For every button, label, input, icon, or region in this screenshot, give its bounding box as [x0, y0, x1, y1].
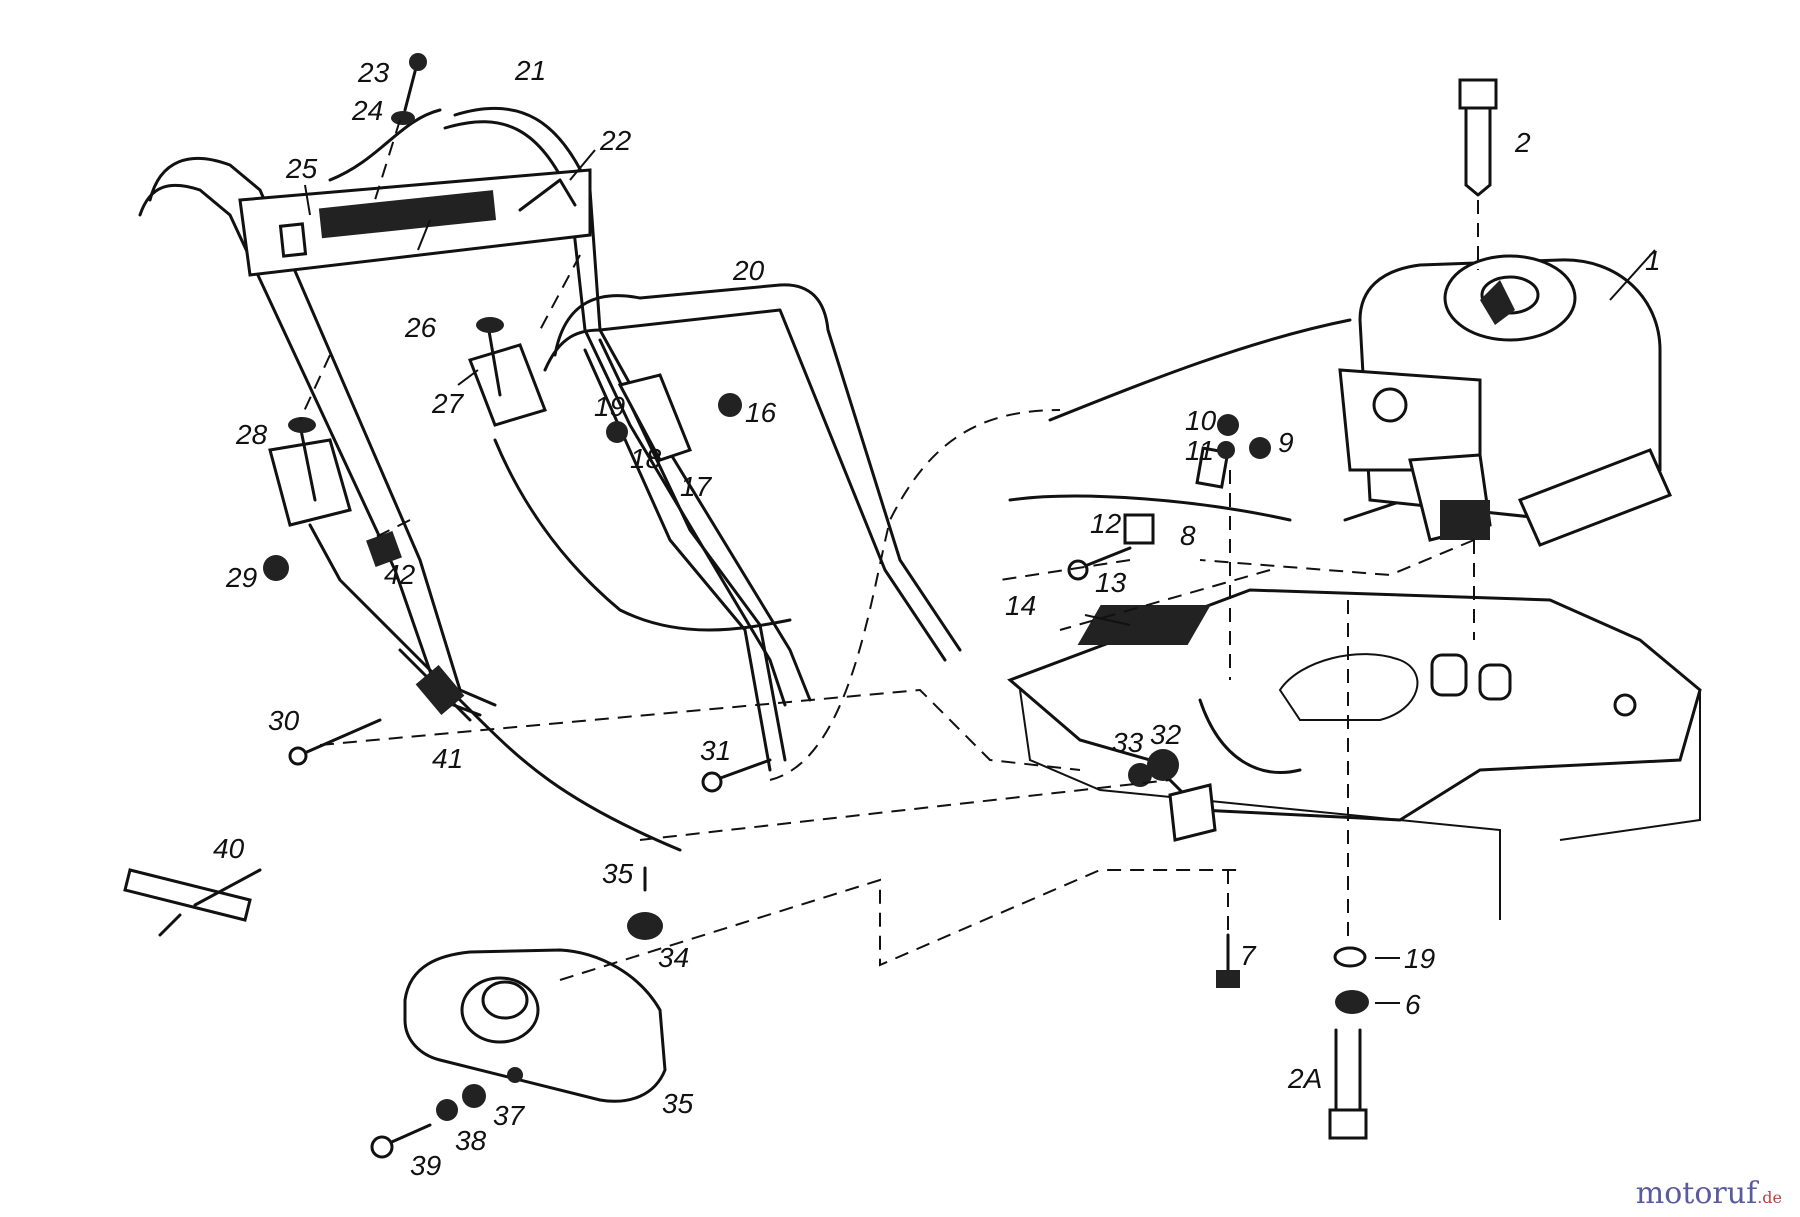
watermark-suffix: .de — [1757, 1188, 1782, 1207]
nut-32 — [1147, 749, 1179, 781]
screw-39 — [383, 1123, 432, 1147]
washer-38 — [436, 1099, 458, 1121]
belt-cover-36 — [403, 948, 667, 1103]
callout-13: 13 — [1095, 567, 1127, 598]
callout-19-deck: 19 — [1404, 943, 1435, 974]
callout-28: 28 — [235, 419, 268, 450]
callout-31: 31 — [700, 735, 731, 766]
clip-12 — [1123, 513, 1155, 545]
lever-bracket-28 — [268, 417, 352, 527]
callout-30: 30 — [268, 705, 300, 736]
callout-27: 27 — [431, 388, 465, 419]
callout-24: 24 — [351, 95, 383, 126]
callout-17: 17 — [680, 471, 713, 502]
washer-37 — [462, 1084, 486, 1108]
callout-7: 7 — [1240, 940, 1257, 971]
bolt-31 — [713, 758, 772, 782]
bracket-8 — [1195, 446, 1230, 489]
callout-18: 18 — [630, 443, 662, 474]
callout-35-top: 35 — [602, 858, 634, 889]
callout-33: 33 — [1112, 727, 1144, 758]
callout-38: 38 — [455, 1125, 487, 1156]
watermark-brand: motoruf — [1635, 1176, 1758, 1211]
bolt-2 — [1458, 78, 1498, 270]
callout-10: 10 — [1185, 405, 1217, 436]
screw-39-head — [370, 1135, 394, 1159]
spark-plug-wrench-40 — [123, 868, 262, 937]
callout-22: 22 — [599, 125, 632, 156]
callout-12: 12 — [1090, 508, 1122, 539]
washer-33 — [1128, 763, 1152, 787]
nut-9 — [1249, 437, 1271, 459]
callout-1: 1 — [1645, 245, 1661, 276]
callout-35-cover: 35 — [662, 1088, 694, 1119]
nut-10 — [1217, 414, 1239, 436]
spacer-42 — [366, 531, 402, 567]
nut-34 — [627, 912, 663, 940]
callout-11: 11 — [1185, 435, 1214, 466]
callout-14: 14 — [1005, 590, 1036, 621]
upper-handle — [138, 106, 812, 717]
callout-20: 20 — [732, 255, 765, 286]
callout-19-handle: 19 — [594, 391, 625, 422]
screw-13 — [1078, 546, 1132, 570]
bolt-7-head — [1216, 970, 1240, 988]
washer-11 — [1217, 441, 1235, 459]
callout-8: 8 — [1180, 520, 1196, 551]
callout-9: 9 — [1278, 427, 1294, 458]
mower-deck — [1007, 588, 1702, 920]
leader-lines — [304, 149, 1656, 1004]
lower-bail-handle — [543, 283, 962, 772]
callout-29: 29 — [225, 562, 257, 593]
callout-32: 32 — [1150, 719, 1182, 750]
bolt-30 — [298, 718, 382, 757]
callout-23: 23 — [357, 57, 390, 88]
nut-6 — [1335, 990, 1369, 1014]
callout-25: 25 — [285, 153, 318, 184]
deck-bracket — [1168, 783, 1217, 842]
callout-21: 21 — [514, 55, 546, 86]
washer-19 — [1333, 946, 1367, 968]
lever-bracket-27 — [468, 317, 547, 427]
callout-2A: 2A — [1287, 1063, 1322, 1094]
cable-adjuster-body — [415, 665, 465, 715]
callout-16: 16 — [745, 397, 777, 428]
callout-40: 40 — [213, 833, 245, 864]
screw-23-head — [409, 53, 427, 71]
washer-24 — [391, 111, 415, 125]
bolt-2A — [1328, 600, 1368, 1140]
cables — [308, 318, 1422, 852]
callout-labels: 1 2 2A 6 7 8 9 10 11 12 13 14 16 17 18 1… — [213, 55, 1661, 1181]
watermark-logo: motoruf.de — [1636, 1176, 1782, 1211]
callout-6: 6 — [1405, 989, 1421, 1020]
callout-26: 26 — [404, 312, 437, 343]
nut-16 — [718, 393, 742, 417]
callout-2: 2 — [1514, 127, 1531, 158]
callout-39: 39 — [410, 1150, 441, 1181]
engine-1 — [1338, 254, 1673, 547]
screw-13-head — [1067, 559, 1089, 581]
callout-42: 42 — [384, 559, 416, 590]
callout-41: 41 — [432, 743, 463, 774]
bolt-31-head — [701, 771, 723, 793]
bolt-30-head — [288, 746, 308, 766]
callout-37: 37 — [493, 1100, 526, 1131]
nut-29 — [263, 555, 289, 581]
callout-34: 34 — [658, 942, 689, 973]
assembly-guides — [299, 119, 1475, 981]
nut-19-handle — [606, 421, 628, 443]
decal-14 — [1077, 605, 1211, 645]
